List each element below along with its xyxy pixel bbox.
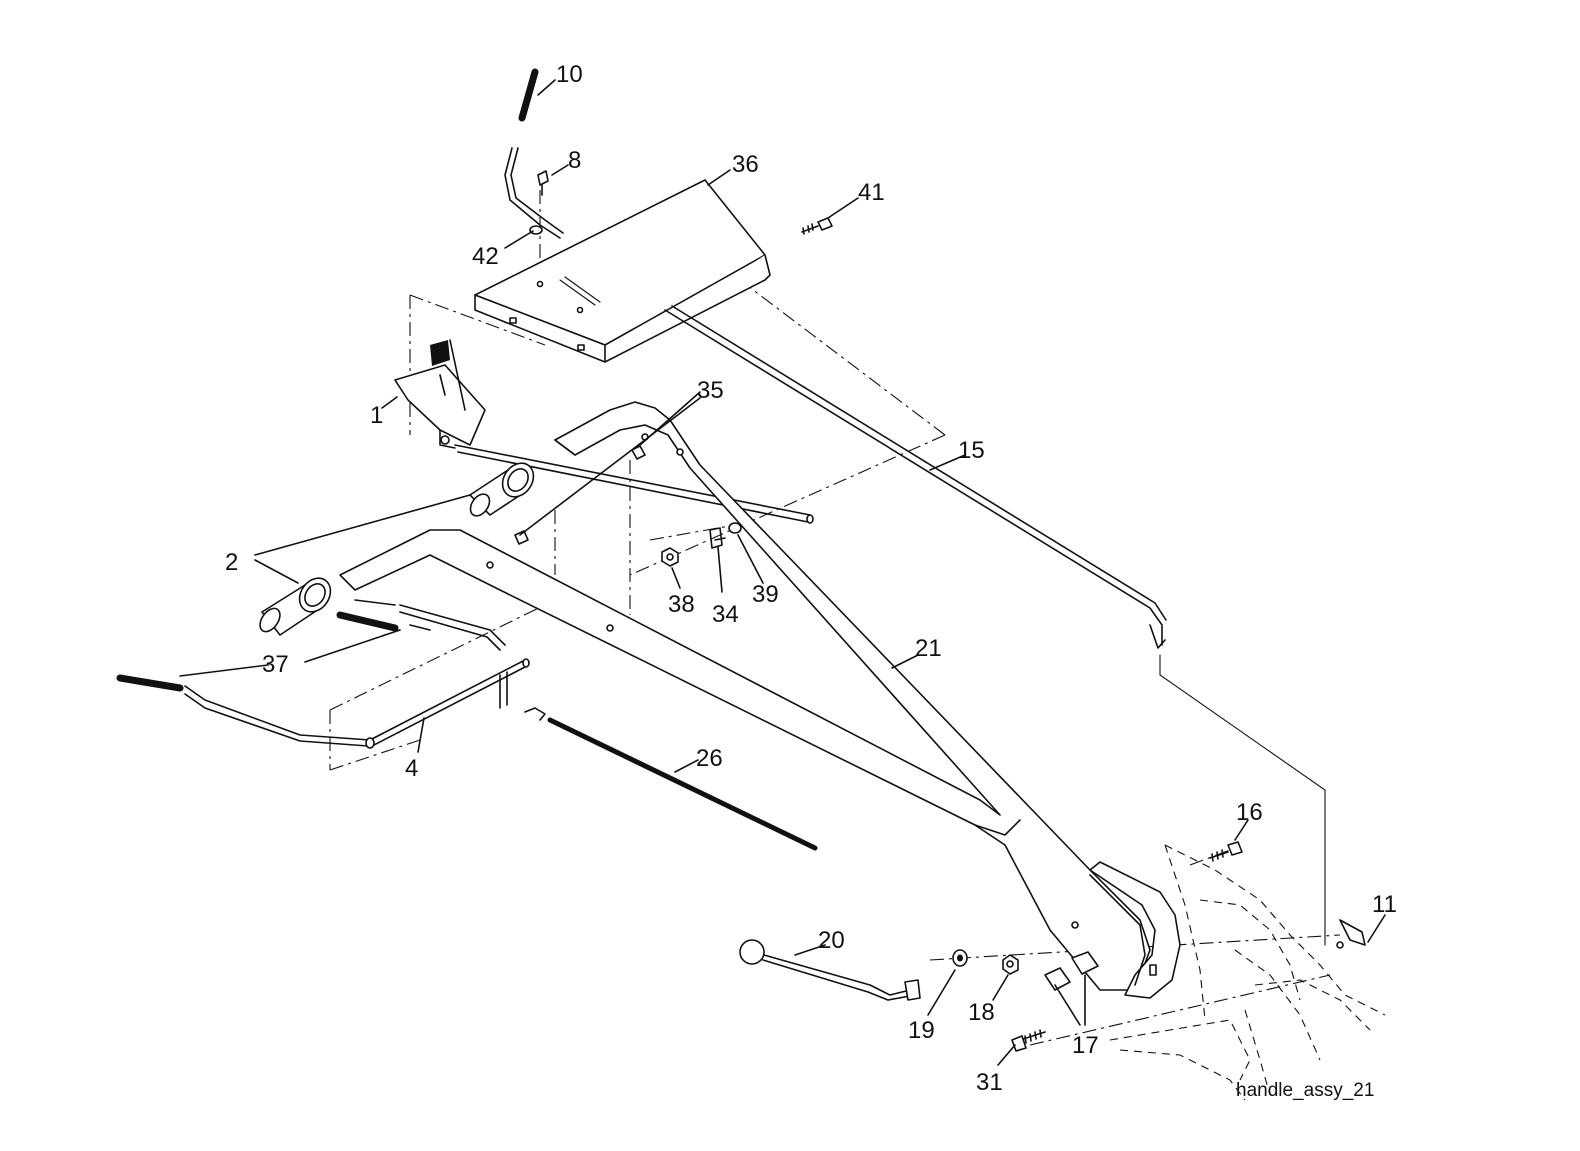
pin-11 bbox=[1336, 919, 1366, 949]
callout-4: 4 bbox=[405, 755, 418, 782]
callout-10: 10 bbox=[556, 61, 583, 88]
callout-31: 31 bbox=[976, 1069, 1003, 1096]
bolt-31 bbox=[1011, 1029, 1046, 1052]
bolt-16 bbox=[1209, 841, 1243, 862]
clip-34 bbox=[709, 527, 726, 549]
linkage-rod-15 bbox=[664, 305, 1167, 649]
cable-26 bbox=[524, 707, 818, 851]
hardware-35-lower bbox=[514, 530, 529, 545]
callout-42: 42 bbox=[472, 243, 499, 270]
nut-38 bbox=[661, 547, 679, 567]
callout-34: 34 bbox=[712, 601, 739, 628]
callout-20: 20 bbox=[818, 927, 845, 954]
callout-15: 15 bbox=[958, 437, 985, 464]
callout-21: 21 bbox=[915, 635, 942, 662]
callout-11: 11 bbox=[1372, 891, 1397, 918]
nut-18 bbox=[1002, 954, 1019, 975]
upper-control-rod bbox=[504, 68, 564, 239]
washer-19 bbox=[952, 949, 968, 967]
diagram-caption: handle_assy_21 bbox=[1236, 1080, 1374, 1101]
washer-39 bbox=[728, 522, 742, 534]
callout-37: 37 bbox=[262, 651, 289, 678]
shift-lever bbox=[739, 939, 921, 1001]
sleeve-bushing-lower bbox=[259, 577, 332, 636]
callout-labels: 10 8 36 41 42 1 35 15 2 38 34 39 37 21 4… bbox=[225, 61, 1397, 1101]
upper-grip-37 bbox=[336, 599, 506, 651]
callout-16: 16 bbox=[1236, 799, 1263, 826]
pads-17 bbox=[1044, 951, 1099, 991]
callout-36: 36 bbox=[732, 151, 759, 178]
lever-bracket bbox=[394, 339, 486, 449]
sleeve-bushing-upper bbox=[469, 462, 535, 517]
callout-8: 8 bbox=[568, 147, 581, 174]
callout-2: 2 bbox=[225, 549, 238, 576]
bolt-8 bbox=[537, 170, 549, 196]
callout-17: 17 bbox=[1072, 1032, 1099, 1059]
tiller-housing-outline bbox=[1109, 844, 1386, 1101]
callout-41: 41 bbox=[858, 179, 885, 206]
callout-35: 35 bbox=[697, 377, 724, 404]
panel-shroud bbox=[474, 179, 771, 363]
leader-lines bbox=[179, 79, 1386, 1066]
handle-bracket bbox=[1089, 861, 1181, 999]
hardware-35-upper bbox=[631, 445, 646, 460]
callout-18: 18 bbox=[968, 999, 995, 1026]
callout-19: 19 bbox=[908, 1017, 935, 1044]
handle-frame bbox=[339, 401, 1151, 991]
lower-control-rod-4 bbox=[116, 658, 530, 749]
callout-39: 39 bbox=[752, 581, 779, 608]
bolt-41 bbox=[801, 217, 833, 235]
callout-38: 38 bbox=[668, 591, 695, 618]
callout-1: 1 bbox=[370, 402, 383, 429]
assembly-reference-lines bbox=[329, 190, 1341, 1046]
callout-26: 26 bbox=[696, 745, 723, 772]
